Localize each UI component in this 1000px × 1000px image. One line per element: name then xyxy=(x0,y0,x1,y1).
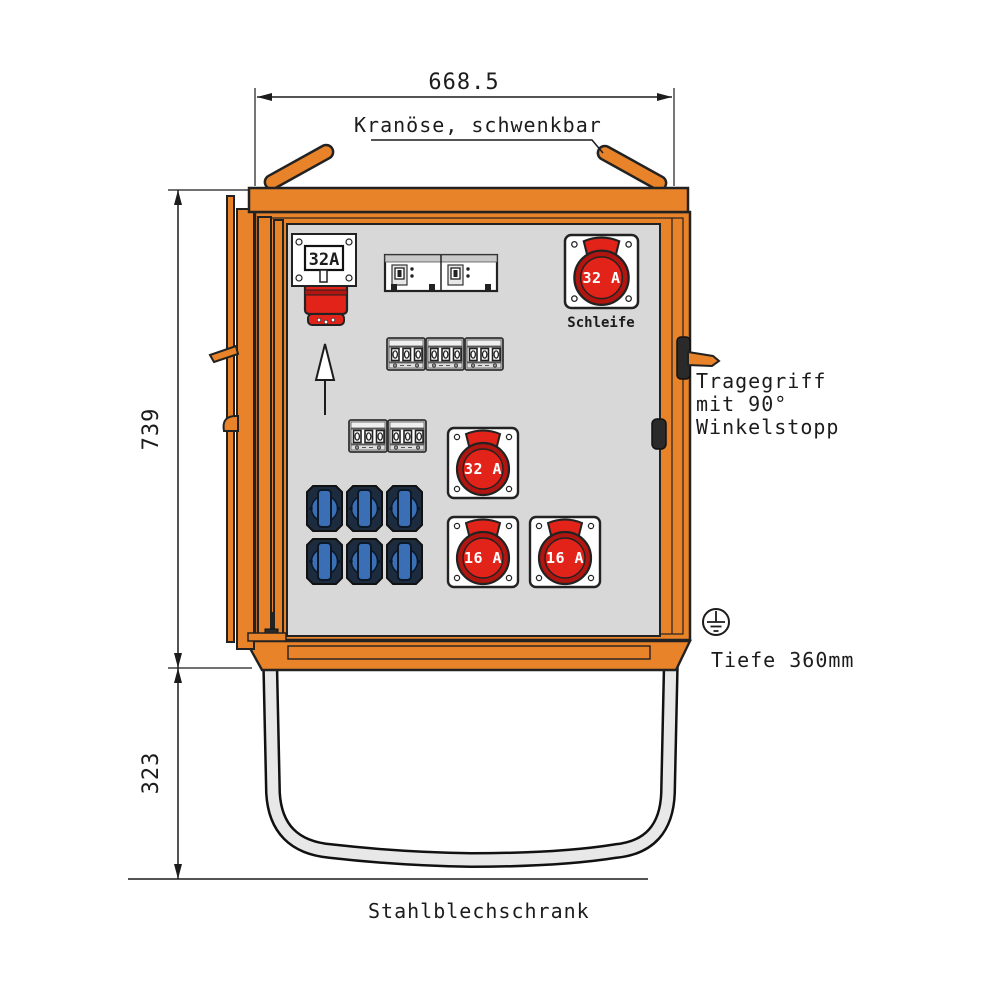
depth-note: Tiefe 360mm xyxy=(711,648,854,672)
cee-socket-loop-caption: Schleife xyxy=(567,315,634,331)
schuko-socket-5 xyxy=(346,538,383,585)
handle-label-line1: Tragegriff xyxy=(696,369,826,393)
schuko-socket-1 xyxy=(306,485,343,532)
cee-socket-32a: 32 A xyxy=(446,426,520,500)
carrying-handle xyxy=(676,336,721,380)
mcb-group-5 xyxy=(387,419,427,453)
cabinet-roof-bar xyxy=(247,186,690,214)
crane-eye-left xyxy=(263,143,335,191)
cee-socket-16a-right: 16 A xyxy=(528,515,602,589)
cee-socket-loop: 32 A Schleife xyxy=(563,233,640,331)
door-latch xyxy=(651,418,667,450)
rcd-main-switch xyxy=(383,253,499,293)
tubular-stand xyxy=(262,654,679,868)
dimension-stand-height: 323 xyxy=(139,668,182,879)
bottom-skirt-inner-line xyxy=(287,645,651,660)
mcb-group-4 xyxy=(348,419,388,453)
crane-eye-label: Kranöse, schwenkbar xyxy=(354,113,602,137)
inlet-plug-32a: 32A xyxy=(291,233,357,326)
crane-eye-annotation: Kranöse, schwenkbar xyxy=(354,113,604,154)
dimension-width: 668.5 xyxy=(254,70,675,186)
dim-stand-height-value: 323 xyxy=(139,752,164,795)
schuko-socket-2 xyxy=(346,485,383,532)
cee-socket-16a-left: 16 A xyxy=(446,515,520,589)
left-peg-lower xyxy=(222,414,239,432)
handle-label-line2: mit 90° xyxy=(696,392,787,416)
schuko-socket-6 xyxy=(386,538,423,585)
cee-socket-loop-label: 32 A xyxy=(582,269,620,287)
cee-socket-32a-label: 32 A xyxy=(464,460,502,478)
rcd-module-1 xyxy=(391,264,435,291)
up-arrow xyxy=(314,343,336,415)
earth-symbol-icon xyxy=(702,608,730,636)
schuko-socket-4 xyxy=(306,538,343,585)
mcb-group-3 xyxy=(464,337,504,371)
cee-socket-16a-left-label: 16 A xyxy=(464,549,502,567)
mcb-group-2 xyxy=(425,337,465,371)
schuko-socket-3 xyxy=(386,485,423,532)
left-peg-upper xyxy=(208,344,240,364)
cee-socket-16a-right-label: 16 A xyxy=(546,549,584,567)
dim-width-value: 668.5 xyxy=(428,70,499,95)
mcb-group-1 xyxy=(386,337,426,371)
dim-cabinet-height-value: 739 xyxy=(139,408,164,451)
rcd-module-2 xyxy=(447,264,491,291)
handle-annotation: Tragegriff mit 90° Winkelstopp xyxy=(696,369,839,439)
handle-label-line3: Winkelstopp xyxy=(696,415,839,439)
cabinet-type-caption: Stahlblechschrank xyxy=(368,899,590,923)
inlet-plug-label: 32A xyxy=(309,250,340,270)
crane-eye-right xyxy=(596,144,668,192)
dimension-cabinet-height: 739 xyxy=(139,189,252,669)
